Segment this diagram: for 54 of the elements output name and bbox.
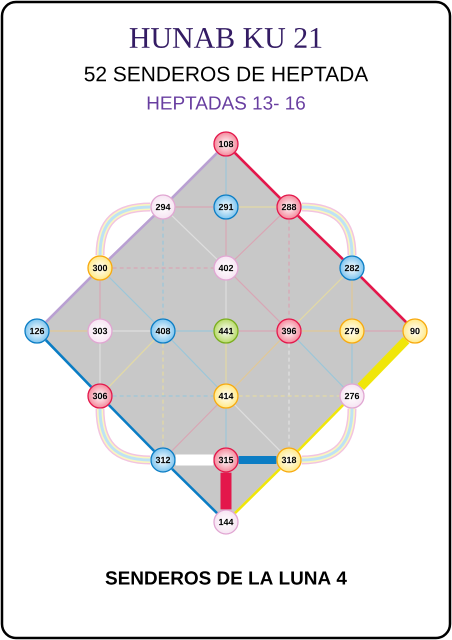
connector-line (99, 280, 101, 318)
rainbow-arc (96, 408, 151, 464)
title: HUNAB KU 21 (130, 28, 322, 48)
connector-line (176, 206, 214, 208)
connector-line (108, 340, 155, 388)
rainbow-arc (96, 202, 151, 256)
connector-line (112, 267, 214, 269)
connector-line (234, 468, 281, 514)
connector-line (234, 404, 281, 452)
connector-line (171, 340, 218, 388)
connector-line (234, 276, 280, 322)
subtitle: 52 SENDEROS DE HEPTADA (84, 66, 368, 82)
connector-line (297, 340, 344, 388)
connector-line (108, 276, 154, 322)
connector-line (296, 404, 344, 452)
connector-line (351, 280, 353, 318)
subtitle: HEPTADAS 13- 16 (148, 96, 305, 110)
connector-line (225, 220, 227, 256)
connector-line (238, 395, 340, 397)
connector-line (234, 215, 280, 260)
connector-line (302, 330, 340, 332)
connector-line (162, 220, 164, 318)
connector-line (220, 472, 232, 510)
connector-line (45, 276, 92, 323)
connector-line (297, 214, 344, 260)
connector-line (288, 220, 290, 318)
connector-line (358, 336, 410, 390)
connector-line (351, 344, 353, 384)
connector-line (238, 330, 276, 332)
connector-line (238, 456, 276, 464)
connector-line (108, 214, 155, 260)
connector-line (171, 404, 218, 452)
connector-line (234, 152, 281, 199)
connector-line (44, 339, 92, 388)
connector-line (171, 152, 218, 199)
rainbow-arc (301, 202, 356, 256)
connector-line (364, 330, 402, 332)
caption: SENDEROS DE LA LUNA 4 (106, 571, 347, 585)
connector-line (171, 468, 218, 514)
rainbow-arc (301, 408, 356, 464)
connector-line (298, 276, 344, 322)
connector-line (50, 330, 88, 332)
connector-line (172, 215, 218, 260)
connector-line (112, 395, 214, 397)
connector-line (225, 408, 227, 448)
connector-line (234, 340, 281, 388)
connector-line (176, 454, 214, 466)
connector-line (162, 344, 164, 448)
connector-line (225, 156, 227, 194)
connector-line (225, 344, 227, 384)
connector-line (176, 330, 214, 332)
connector-line (238, 206, 276, 208)
connector-line (360, 276, 407, 323)
connector-line (108, 404, 156, 452)
